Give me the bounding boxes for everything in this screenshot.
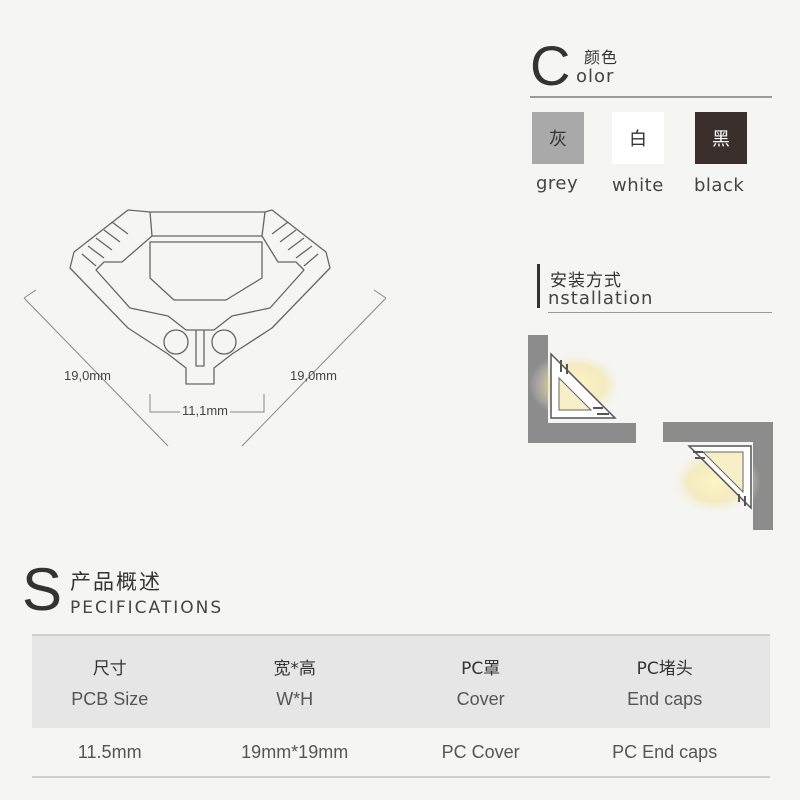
spec-cell-pcb-size: 11.5mm <box>32 728 188 778</box>
color-section-rule <box>530 96 772 98</box>
outside-corner-profile <box>687 445 752 510</box>
dimension-left-label: 19,0mm <box>64 368 111 383</box>
spec-cell-wh: 19mm*19mm <box>187 728 402 778</box>
spec-header-cn: PC罩 <box>461 659 501 679</box>
swatch-grey-label: grey <box>536 173 579 194</box>
spec-section-cn-title: 产品概述 <box>70 570 162 594</box>
spec-table-row: 11.5mm 19mm*19mm PC Cover PC End caps <box>32 728 770 778</box>
spec-cell-end-caps: PC End caps <box>559 728 770 778</box>
spec-table: 尺寸 PCB Size 宽*高 W*H PC罩 Cover PC堵头 End c… <box>32 636 770 778</box>
spec-section-en-title: PECIFICATIONS <box>70 598 224 618</box>
spec-header-en: PCB Size <box>71 689 149 709</box>
spec-header-en: End caps <box>627 689 703 709</box>
profile-cross-section <box>23 209 387 447</box>
spec-header-cn: 宽*高 <box>273 659 316 679</box>
color-section-cn-title: 颜色 <box>584 48 619 67</box>
outside-corner-wall <box>663 422 773 530</box>
swatch-white-label: white <box>612 175 664 196</box>
spec-section-letter: S <box>22 556 63 623</box>
dimension-right-label: 19,0mm <box>290 368 337 383</box>
spec-table-top-rule <box>32 634 770 636</box>
install-section-rule <box>548 312 772 313</box>
install-section-cn-title: 安装方式 <box>550 271 622 291</box>
inside-corner-wall <box>528 335 636 443</box>
swatch-black-label: black <box>694 175 745 196</box>
spec-cell-cover: PC Cover <box>401 728 560 778</box>
swatch-grey-cn: 灰 <box>549 129 567 150</box>
spec-header-en: Cover <box>456 689 505 709</box>
spec-header-cell: 尺寸 PCB Size <box>32 636 187 728</box>
swatch-black-cn: 黑 <box>712 129 730 150</box>
spec-header-cn: 尺寸 <box>92 659 127 679</box>
install-section-bar <box>537 264 540 308</box>
inside-corner-profile <box>550 352 617 419</box>
dimension-bottom-label: 11,1mm <box>180 403 230 418</box>
swatch-white-cn: 白 <box>629 129 647 150</box>
spec-table-header-row: 尺寸 PCB Size 宽*高 W*H PC罩 Cover PC堵头 End c… <box>32 636 770 728</box>
install-section-en-title: nstallation <box>548 288 654 309</box>
installation-illustration <box>528 335 773 530</box>
spec-header-cell: PC罩 Cover <box>402 636 559 728</box>
color-section-en-title: olor <box>576 66 615 87</box>
spec-header-cell: 宽*高 W*H <box>187 636 401 728</box>
color-section-letter: C <box>530 34 571 97</box>
spec-header-en: W*H <box>276 689 314 709</box>
spec-header-cell: PC堵头 End caps <box>559 636 770 728</box>
spec-header-cn: PC堵头 <box>636 659 693 679</box>
swatch-grey: 灰 <box>532 112 584 164</box>
swatch-white: 白 <box>612 112 664 164</box>
swatch-black: 黑 <box>695 112 747 164</box>
